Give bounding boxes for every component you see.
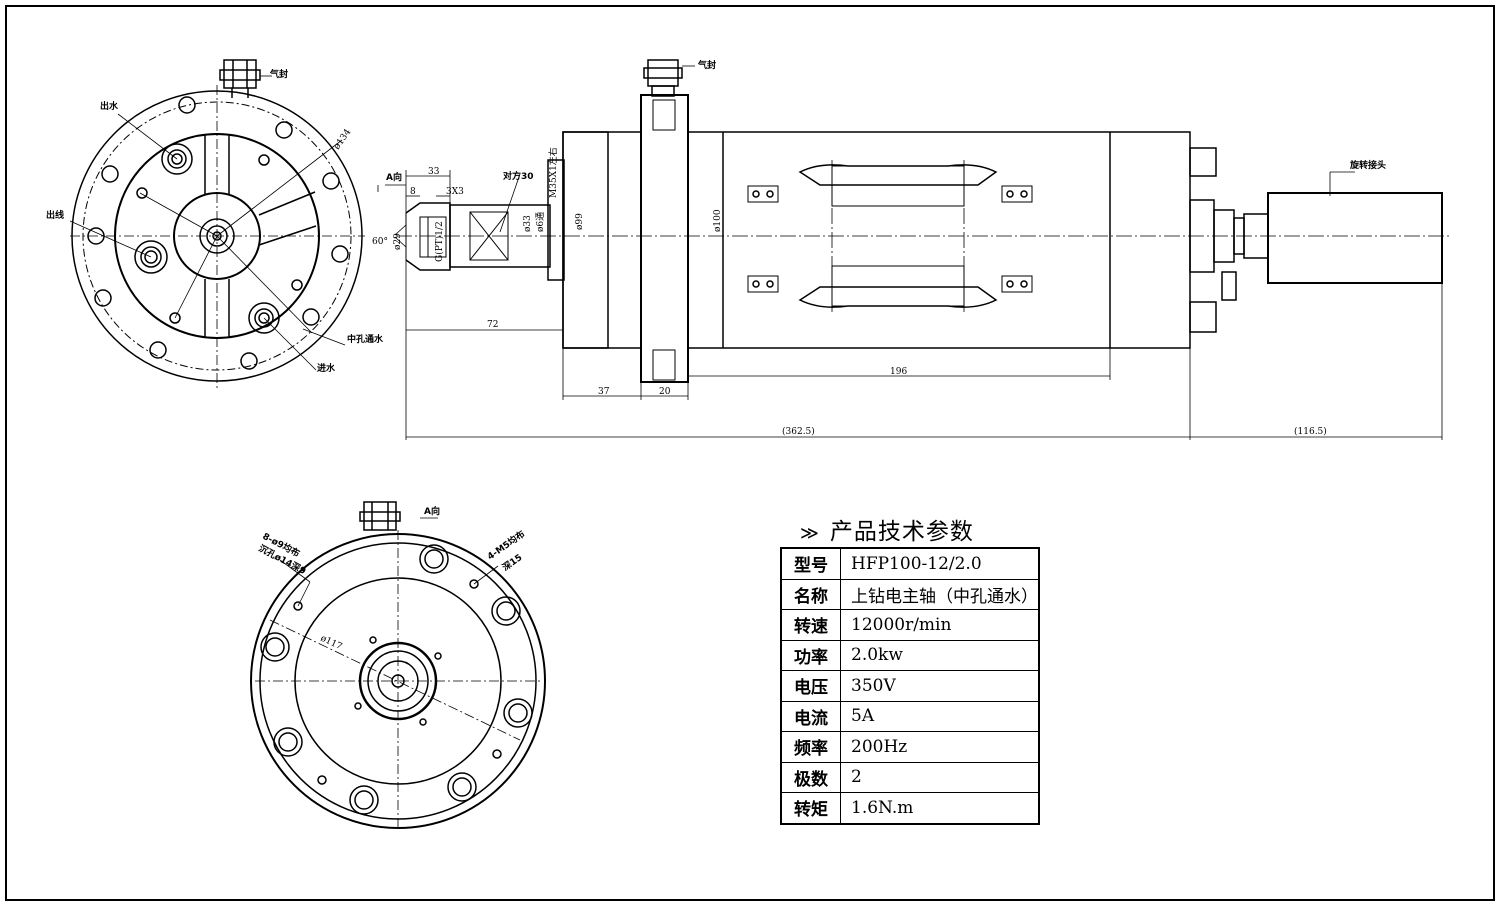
spec-table-title-text: 产品技术参数: [829, 519, 974, 545]
label-water-out: 出水: [100, 100, 119, 112]
dim-dia99: ø99: [575, 213, 585, 230]
spec-key: 名称: [780, 578, 841, 610]
side-view: [405, 59, 1443, 383]
spec-table-title: ≫ 产品技术参数: [800, 512, 974, 546]
label-view-a-arrow: A向: [386, 171, 402, 183]
dim-dia6: ø6通: [535, 212, 546, 232]
spec-value: HFP100-12/2.0: [840, 547, 1040, 580]
spec-key: 极数: [780, 761, 841, 793]
label-view-a-title: A向: [424, 505, 440, 517]
dim-37: 37: [598, 387, 610, 397]
label-air-seal-front: 气封: [269, 68, 288, 80]
dim-dia100: ø100: [713, 209, 723, 232]
spec-key: 转矩: [780, 792, 841, 824]
label-center-water: 中孔通水: [347, 333, 384, 345]
spec-value: 上钻电主轴（中孔通水）: [840, 578, 1040, 610]
view-a-centerlines: [255, 530, 540, 830]
spec-value: 2: [840, 761, 1040, 793]
spec-value: 5A: [840, 700, 1040, 732]
dim-thread-m35: M35X1左右: [547, 147, 559, 198]
label-rotary-joint: 旋转接头: [1349, 159, 1386, 171]
chevron-down-icon: ≫: [800, 523, 820, 544]
dim-8: 8: [410, 187, 416, 197]
label-cable-out: 出线: [46, 209, 64, 221]
dim-196: 196: [890, 367, 907, 377]
spec-key: 电流: [780, 700, 841, 732]
label-dia134: ø134: [332, 127, 353, 151]
dim-angle-60: 60°: [372, 237, 388, 247]
side-view-centerline: [396, 160, 1450, 312]
dim-dia29: ø29: [393, 233, 403, 250]
spec-value: 1.6N.m: [840, 792, 1040, 824]
spec-key: 功率: [780, 639, 841, 671]
view-a-leaders: [279, 517, 499, 607]
side-view-dimension-lines: [377, 65, 1443, 440]
spec-value: 2.0kw: [840, 639, 1040, 671]
dim-116-5: (116.5): [1294, 426, 1327, 437]
dim-362-5: (362.5): [782, 426, 815, 437]
label-depth-15: 深15: [500, 551, 525, 573]
dim-g-thread: G(PT)1/2: [434, 221, 445, 262]
dim-wrench-30: 对方30: [503, 170, 534, 182]
spec-value: 350V: [840, 670, 1040, 702]
dim-72: 72: [487, 320, 498, 330]
label-water-in: 进水: [317, 362, 336, 374]
spec-key: 型号: [780, 547, 841, 580]
drawing-border: [5, 5, 1495, 901]
dim-33-top: 33: [428, 167, 440, 177]
dim-3x3: 3X3: [446, 187, 464, 197]
end-view-top-leaders: [69, 75, 346, 371]
label-air-seal-side: 气封: [697, 59, 716, 71]
spec-key: 电压: [780, 670, 841, 702]
spec-key: 转速: [780, 609, 841, 641]
table-row: 名称上钻电主轴（中孔通水）: [780, 578, 1040, 610]
dim-20: 20: [659, 387, 671, 397]
dim-dia33-shaft: ø33: [523, 215, 533, 232]
spec-key: 频率: [780, 731, 841, 763]
spec-value: 12000r/min: [840, 609, 1040, 641]
spec-value: 200Hz: [840, 731, 1040, 763]
